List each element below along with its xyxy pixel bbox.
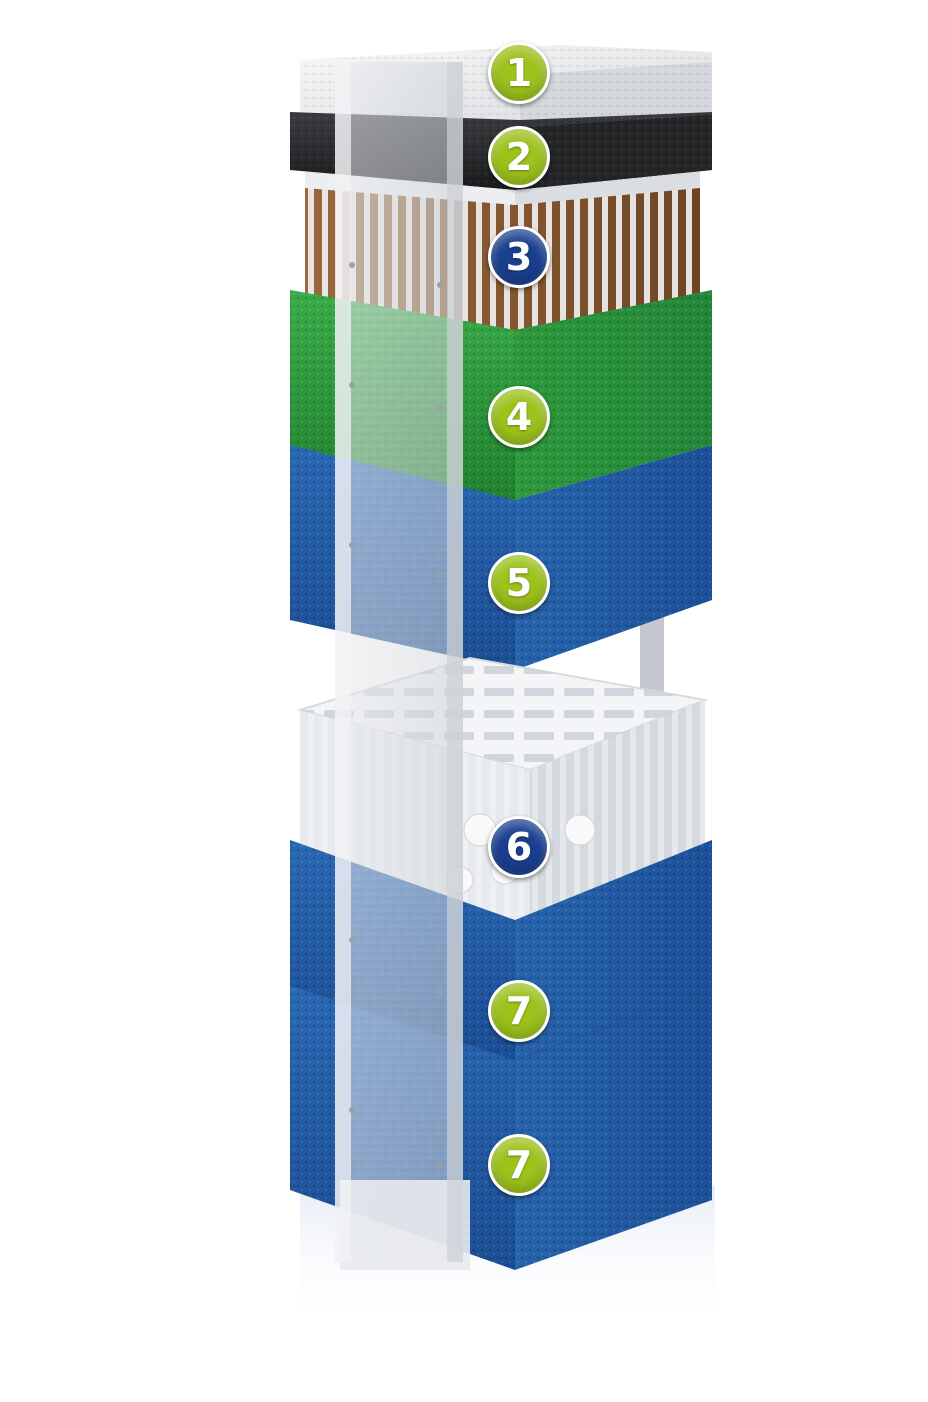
layer-badge-7b: 7 (488, 1134, 550, 1196)
layer-badge-1: 1 (488, 42, 550, 104)
layer-badge-4: 4 (488, 386, 550, 448)
layer-badge-7a: 7 (488, 980, 550, 1042)
layer-badge-2: 2 (488, 126, 550, 188)
frame-front-strap (335, 62, 470, 1270)
layer-badge-3: 3 (488, 226, 550, 288)
layer-badge-6: 6 (488, 816, 550, 878)
layer-badge-5: 5 (488, 552, 550, 614)
